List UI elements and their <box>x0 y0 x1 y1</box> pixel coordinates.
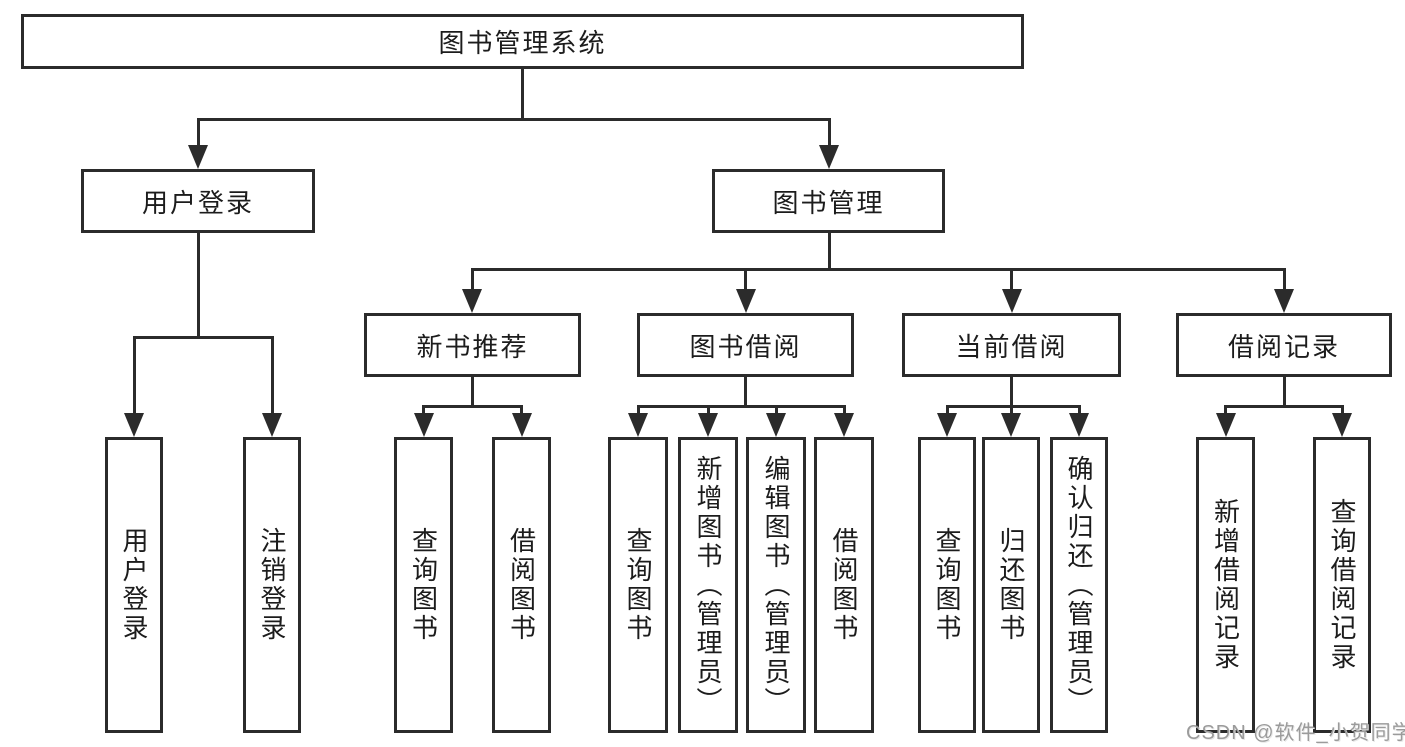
tree-connector-line <box>422 405 523 408</box>
tree-connector-line <box>827 233 831 271</box>
down-arrow-icon <box>262 336 282 437</box>
leaf-borrow-books-newbook: 借阅图书 <box>492 437 551 733</box>
node-library-management-system: 图书管理系统 <box>21 14 1024 69</box>
leaf-user-login: 用户登录 <box>105 437 163 733</box>
down-arrow-icon <box>511 405 532 437</box>
leaf-return-books: 归还图书 <box>982 437 1040 733</box>
down-arrow-icon <box>1274 268 1294 313</box>
leaf-confirm-return-admin: 确认归还（管理员） <box>1050 437 1108 733</box>
down-arrow-icon <box>1069 405 1089 437</box>
leaf-query-books-current: 查询图书 <box>918 437 976 733</box>
node-new-book-recommendation: 新书推荐 <box>364 313 581 377</box>
node-user-login: 用户登录 <box>81 169 315 233</box>
down-arrow-icon <box>766 405 786 437</box>
leaf-add-borrow-record: 新增借阅记录 <box>1196 437 1255 733</box>
down-arrow-icon <box>698 405 718 437</box>
node-current-borrowing: 当前借阅 <box>902 313 1121 377</box>
leaf-add-books-admin: 新增图书（管理员） <box>678 437 738 733</box>
node-borrowing-records: 借阅记录 <box>1176 313 1392 377</box>
down-arrow-icon <box>834 405 854 437</box>
tree-connector-line <box>1224 405 1344 408</box>
csdn-watermark: CSDN @软件_小贺同学 <box>1186 722 1405 744</box>
tree-connector-line <box>1010 377 1013 408</box>
down-arrow-icon <box>462 268 482 313</box>
down-arrow-icon <box>413 405 434 437</box>
down-arrow-icon <box>1001 405 1021 437</box>
down-arrow-icon <box>819 118 839 169</box>
down-arrow-icon <box>188 118 208 169</box>
leaf-borrow-books-borrowing: 借阅图书 <box>814 437 874 733</box>
tree-connector-line <box>196 118 831 121</box>
tree-connector-line <box>1282 377 1286 408</box>
down-arrow-icon <box>124 336 144 437</box>
tree-connector-line <box>636 405 846 408</box>
down-arrow-icon <box>735 268 756 313</box>
tree-connector-line <box>521 69 524 121</box>
down-arrow-icon <box>628 405 648 437</box>
node-book-management: 图书管理 <box>712 169 945 233</box>
leaf-edit-books-admin: 编辑图书（管理员） <box>746 437 806 733</box>
leaf-query-borrow-record: 查询借阅记录 <box>1313 437 1371 733</box>
tree-connector-line <box>471 377 474 408</box>
tree-connector-line <box>132 336 274 339</box>
tree-connector-line <box>196 233 200 339</box>
down-arrow-icon <box>937 405 957 437</box>
tree-connector-line <box>945 405 1081 408</box>
tree-connector-line <box>470 268 1284 271</box>
down-arrow-icon <box>1215 405 1236 437</box>
leaf-query-books-borrowing: 查询图书 <box>608 437 668 733</box>
down-arrow-icon <box>1001 268 1022 313</box>
leaf-query-books-newbook: 查询图书 <box>394 437 453 733</box>
node-book-borrowing: 图书借阅 <box>637 313 854 377</box>
leaf-logout: 注销登录 <box>243 437 301 733</box>
tree-connector-line <box>744 377 747 408</box>
down-arrow-icon <box>1332 405 1352 437</box>
